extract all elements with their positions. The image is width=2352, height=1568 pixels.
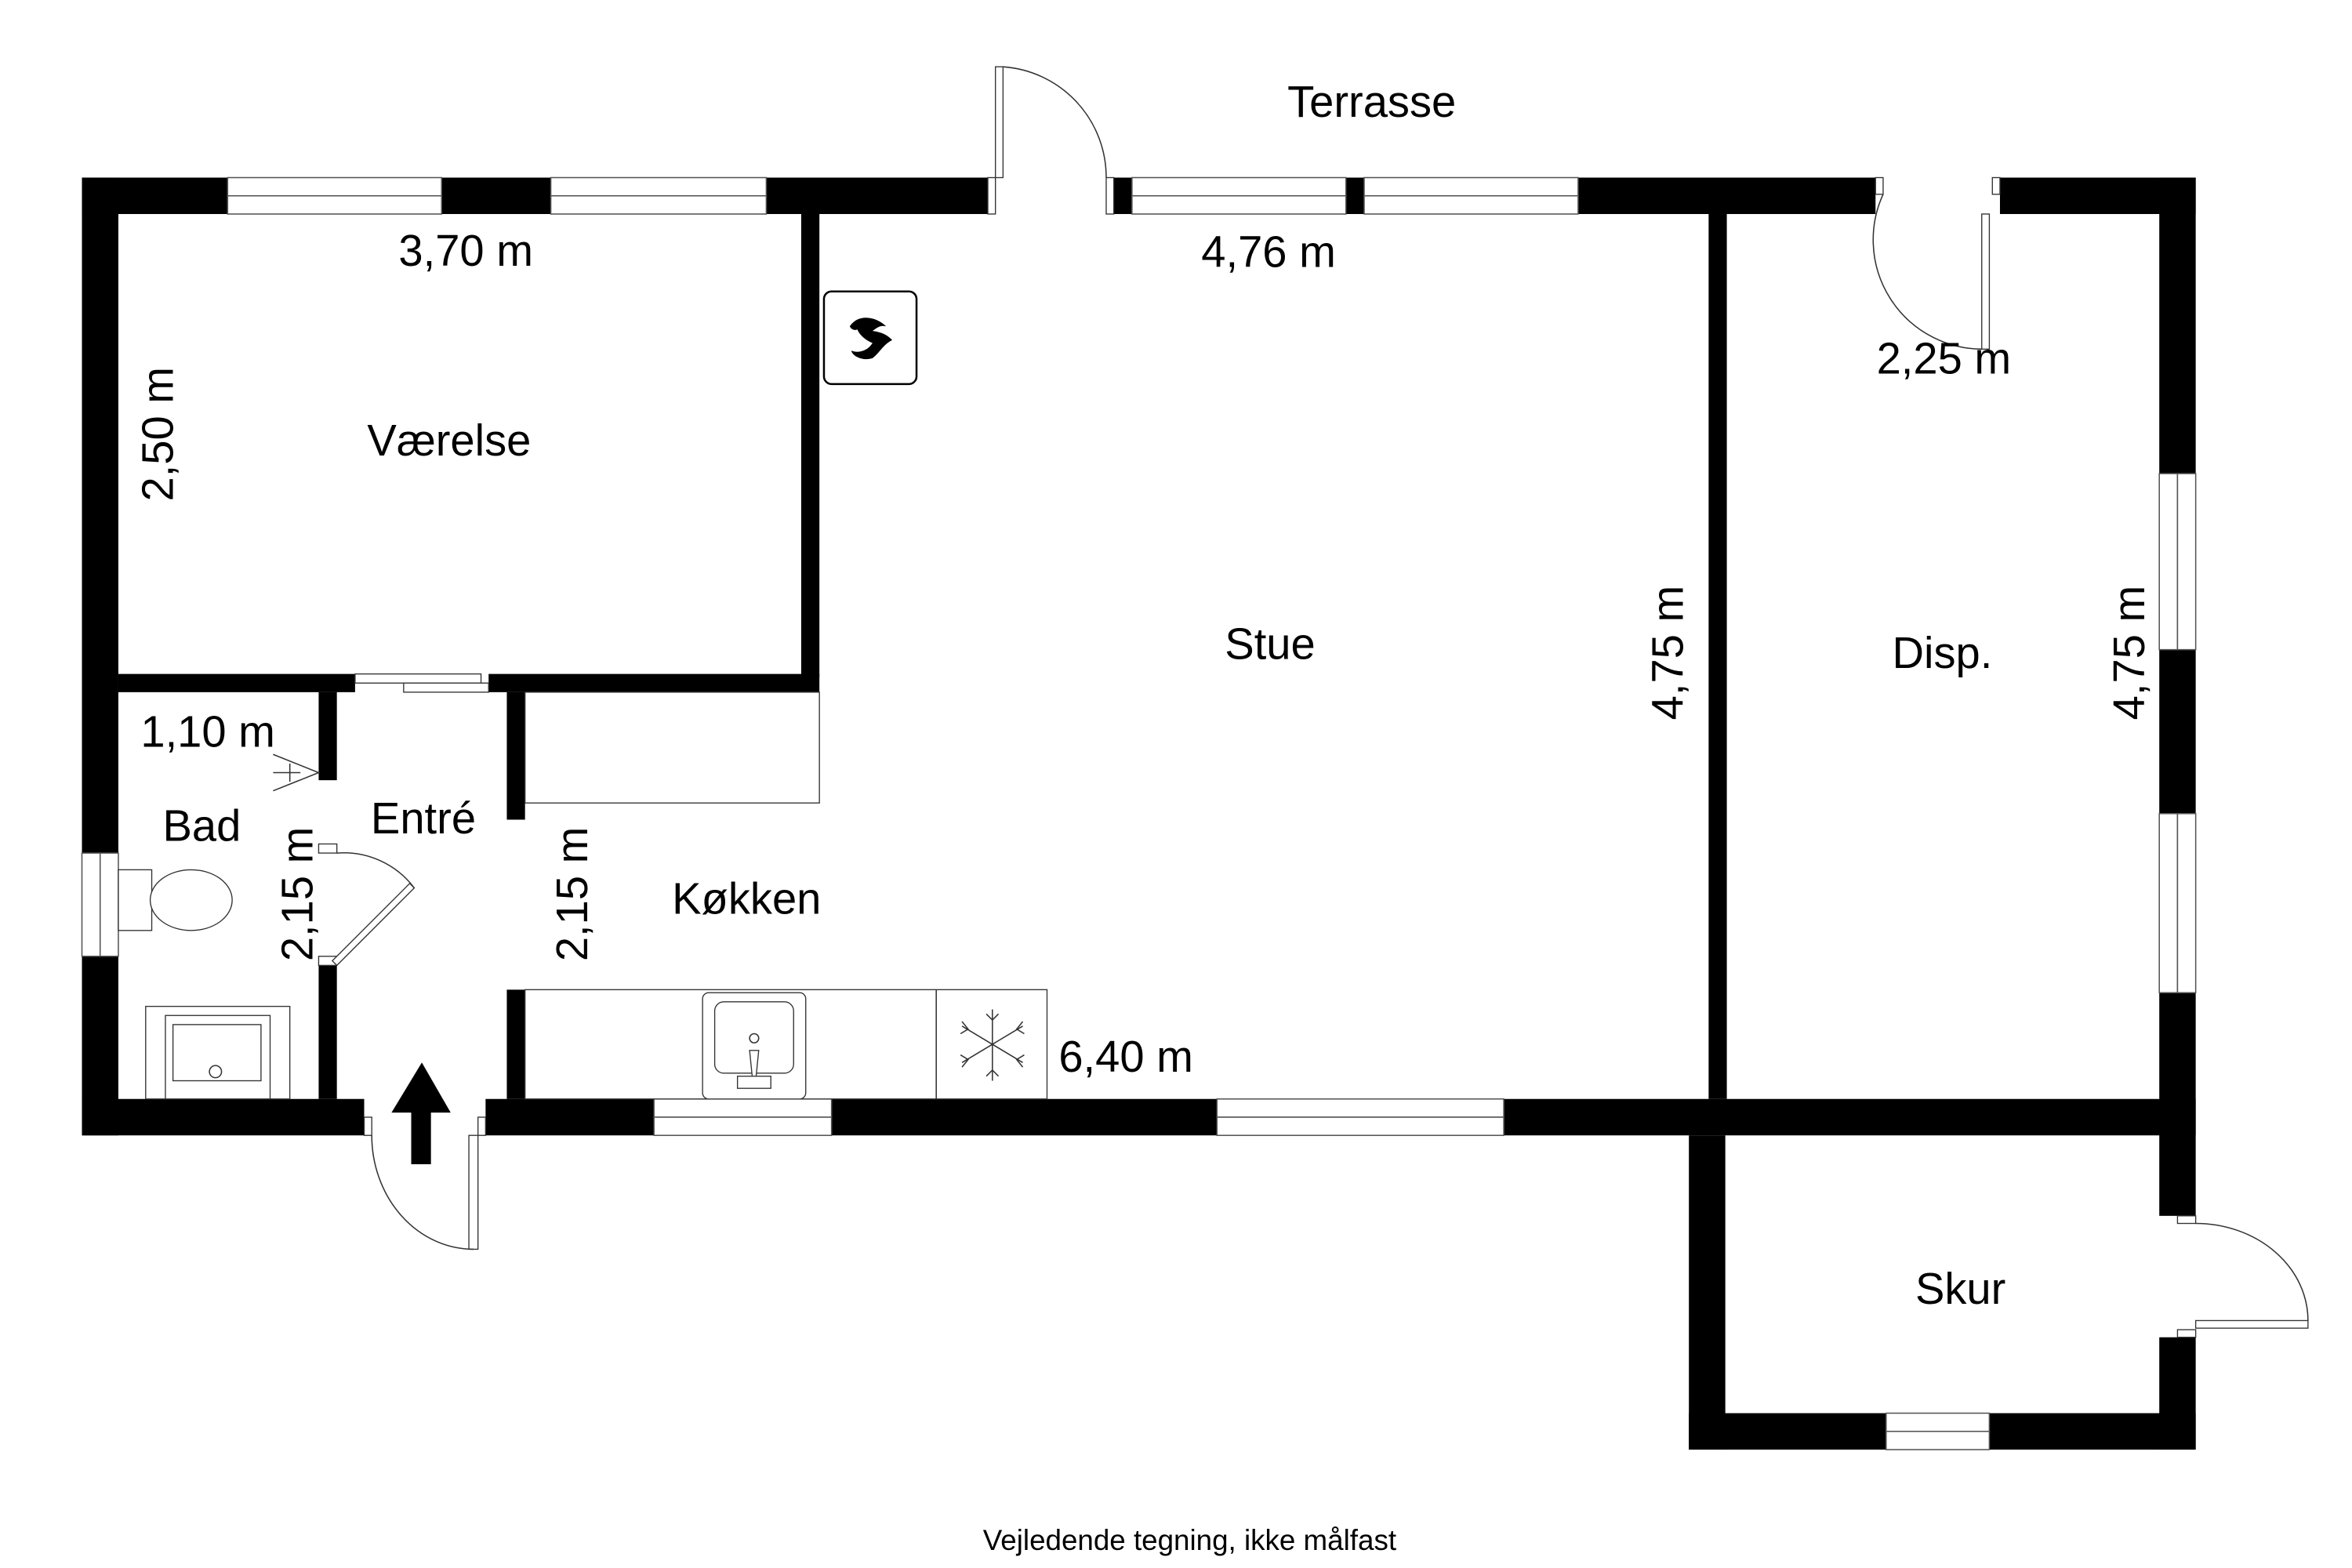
dim-koekken-width: 6,40 m (1058, 1032, 1193, 1081)
disp-door[interactable] (1872, 176, 2001, 350)
shower-mixer-icon (273, 753, 321, 792)
room-label-skur: Skur (1915, 1264, 2005, 1313)
shower-tray-icon (145, 1005, 291, 1100)
entrance-door[interactable] (363, 1116, 487, 1250)
dim-disp-depth: 4,75 m (2104, 586, 2154, 720)
fireplace-icon (822, 290, 918, 386)
dim-bad-depth: 2,15 m (273, 827, 322, 962)
entrance-arrow-icon (391, 1062, 451, 1164)
terrace-door[interactable] (987, 66, 1115, 215)
bathroom-door[interactable] (318, 843, 416, 967)
dim-stue-depth: 4,75 m (1642, 586, 1692, 720)
room-label-vaerelse: Værelse (367, 416, 531, 465)
room-label-bad: Bad (162, 801, 241, 851)
bedroom-sliding-door[interactable] (354, 673, 489, 693)
snowflake-freezer-icon (960, 1009, 1025, 1081)
windows (81, 176, 2197, 1450)
dim-vaerelse-depth: 2,50 m (133, 367, 183, 502)
room-label-entre: Entré (371, 793, 476, 843)
room-label-disp: Disp. (1892, 628, 1992, 677)
toilet-icon (118, 869, 233, 931)
dim-stue-width: 4,76 m (1201, 227, 1336, 277)
dim-vaerelse-width: 3,70 m (398, 226, 533, 275)
room-label-stue: Stue (1225, 619, 1315, 668)
dim-entre-depth: 2,15 m (547, 827, 597, 962)
shed-door[interactable] (2176, 1215, 2309, 1338)
footer-disclaimer: Vejledende tegning, ikke målfast (983, 1524, 1396, 1556)
dim-disp-width: 2,25 m (1877, 333, 2012, 383)
dim-bad-width: 1,10 m (140, 707, 275, 757)
walls (82, 177, 2196, 1450)
kitchen-sink-icon (702, 992, 807, 1100)
terrace-label: Terrasse (1287, 77, 1456, 126)
room-label-koekken: Køkken (672, 874, 821, 924)
